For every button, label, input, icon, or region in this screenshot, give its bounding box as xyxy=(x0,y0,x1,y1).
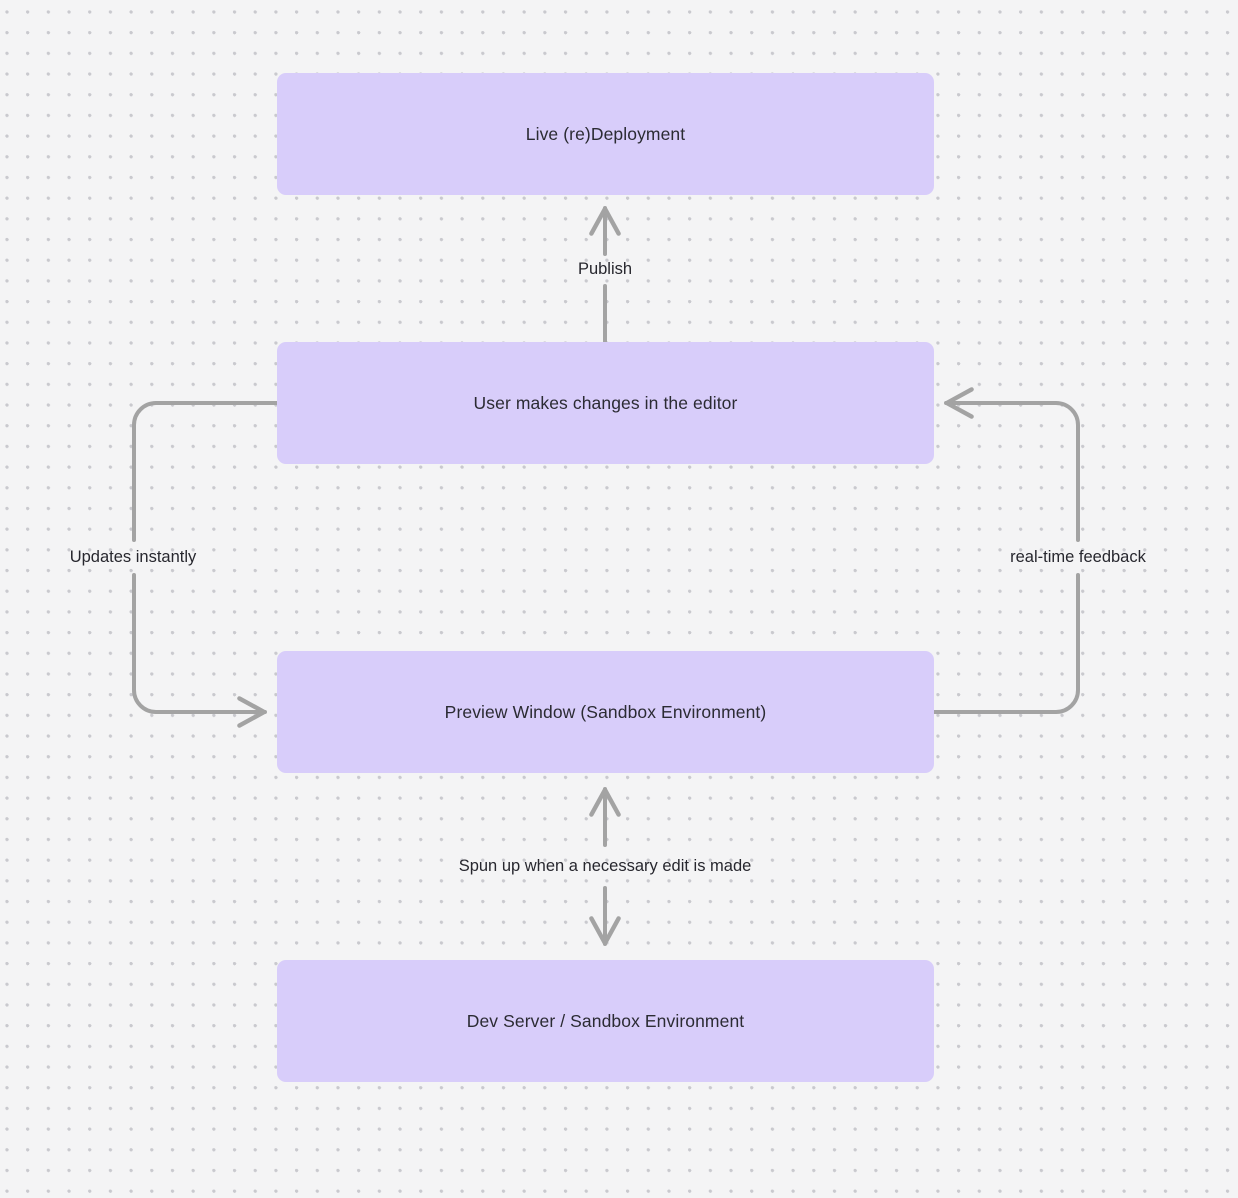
edge-label-publish: Publish xyxy=(577,259,633,278)
node-user-edits[interactable]: User makes changes in the editor xyxy=(277,342,934,464)
node-dev-server[interactable]: Dev Server / Sandbox Environment xyxy=(277,960,934,1082)
node-live-deployment[interactable]: Live (re)Deployment xyxy=(277,73,934,195)
node-user-edits-label: User makes changes in the editor xyxy=(473,392,738,413)
node-dev-server-label: Dev Server / Sandbox Environment xyxy=(466,1010,745,1031)
node-preview-window[interactable]: Preview Window (Sandbox Environment) xyxy=(277,651,934,773)
node-live-deployment-label: Live (re)Deployment xyxy=(525,123,686,144)
edge-label-real-time-feedback: real-time feedback xyxy=(1010,547,1146,566)
node-preview-window-label: Preview Window (Sandbox Environment) xyxy=(444,701,767,722)
edge-label-spun-up: Spun up when a necessary edit is made xyxy=(458,856,752,875)
edge-label-updates-instantly: Updates instantly xyxy=(69,547,197,566)
